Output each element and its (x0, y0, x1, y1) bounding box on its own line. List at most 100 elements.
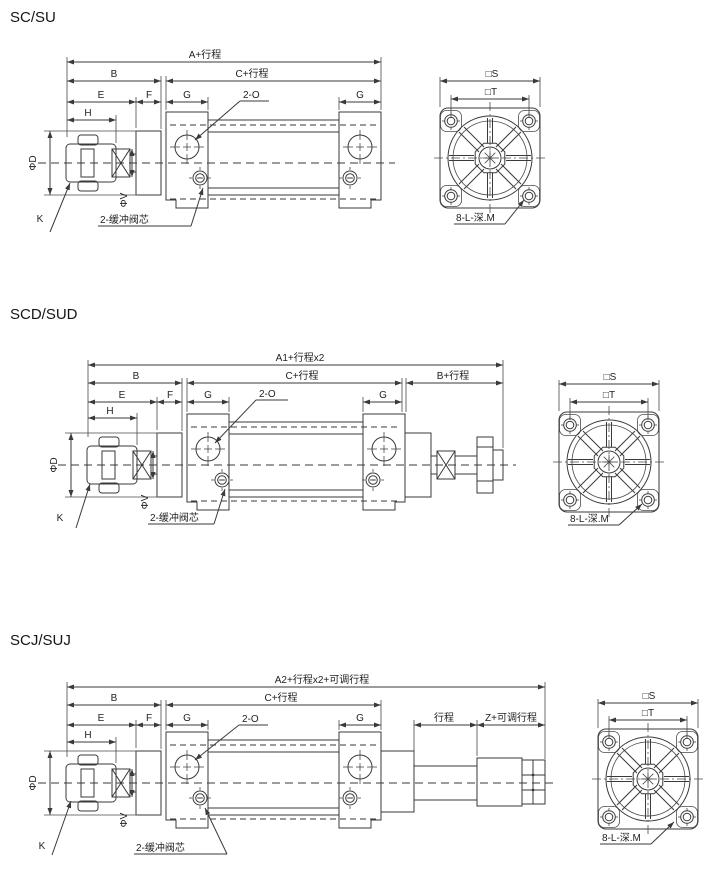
dim-g-rear: G (338, 713, 381, 730)
svg-text:E: E (119, 390, 126, 401)
cushion-valve-icon (338, 786, 362, 810)
svg-text:B: B (133, 371, 140, 382)
note-rod-end-k: K (39, 800, 72, 856)
dim-e: E (67, 713, 137, 748)
section-title: SC/SU (10, 9, 56, 26)
cylinder-tube (228, 433, 364, 491)
dim-total-length: A1+行程x2 (87, 351, 504, 448)
svg-text:□T: □T (642, 708, 654, 719)
svg-text:F: F (146, 90, 152, 101)
dim-c-stroke: C+行程 (165, 67, 381, 110)
svg-text:ΦV: ΦV (119, 192, 130, 207)
side-view (38, 111, 395, 209)
svg-text:2-缓冲阀芯: 2-缓冲阀芯 (150, 511, 199, 524)
end-view: □S □T 8-L-深.M (434, 69, 546, 225)
svg-text:A+行程: A+行程 (189, 48, 222, 61)
svg-text:□S: □S (604, 372, 617, 383)
svg-text:G: G (183, 90, 191, 101)
svg-text:G: G (356, 90, 364, 101)
dim-e: E (88, 390, 158, 430)
svg-text:H: H (106, 406, 113, 417)
dim-f: F (136, 90, 161, 105)
note-port: 2-O (194, 714, 268, 761)
rear-head (338, 111, 382, 209)
front-head (165, 731, 209, 829)
svg-text:ΦD: ΦD (49, 457, 60, 472)
svg-text:ΦD: ΦD (28, 155, 39, 170)
port-icon (169, 129, 205, 165)
note-rod-end-k: K (37, 182, 71, 233)
dim-rod-diameter: ΦD (28, 750, 138, 816)
dim-cushion-diameter: ΦV (140, 451, 156, 509)
rear-rod-assembly (404, 432, 504, 498)
svg-text:2-O: 2-O (259, 389, 276, 400)
svg-text:□S: □S (486, 69, 499, 80)
svg-text:ΦV: ΦV (140, 494, 151, 509)
svg-text:□T: □T (485, 87, 497, 98)
svg-text:K: K (57, 513, 64, 524)
svg-text:G: G (356, 713, 364, 724)
port-icon (342, 129, 378, 165)
svg-text:行程: 行程 (434, 711, 454, 724)
dim-flange-s: □S (558, 372, 660, 411)
svg-text:G: G (183, 713, 191, 724)
dim-g-rear: G (362, 390, 402, 412)
svg-text:K: K (37, 214, 44, 225)
svg-text:2-O: 2-O (243, 90, 260, 101)
dim-cushion-diameter: ΦV (119, 149, 135, 207)
svg-text:E: E (98, 713, 105, 724)
dim-e: E (67, 90, 137, 128)
dim-g-front: G (166, 90, 209, 110)
svg-text:C+行程: C+行程 (264, 691, 297, 704)
dim-b-stroke: B+行程 (405, 369, 503, 412)
svg-text:F: F (146, 713, 152, 724)
rear-head (338, 731, 382, 829)
side-view (58, 413, 516, 511)
dim-h: H (88, 406, 138, 445)
cylinder-tube (207, 131, 340, 189)
svg-text:□S: □S (643, 691, 656, 702)
section-title: SCD/SUD (10, 306, 78, 323)
cylinder-tube (207, 751, 340, 809)
dim-c-stroke: C+行程 (186, 369, 403, 412)
dim-f: F (136, 713, 161, 728)
dimensions: A2+行程x2+可调行程 B C+行程 E F (28, 673, 546, 856)
svg-text:8-L-深.M: 8-L-深.M (456, 212, 495, 224)
note-port: 2-O (214, 389, 288, 444)
rear-head (362, 413, 406, 511)
svg-text:G: G (204, 390, 212, 401)
note-cushion-valve: 2-缓冲阀芯 (98, 187, 204, 227)
note-bolt-thread: 8-L-深.M (568, 503, 643, 526)
svg-text:E: E (98, 90, 105, 101)
svg-text:B: B (111, 693, 118, 704)
side-view (38, 731, 556, 829)
end-view: □S □T 8-L-深.M (553, 372, 665, 526)
dim-g-front: G (166, 713, 209, 730)
dim-flange-t: □T (608, 708, 688, 738)
svg-text:□T: □T (603, 390, 615, 401)
note-cushion-valve: 2-缓冲阀芯 (148, 488, 226, 525)
adjustable-stroke-unit (380, 750, 546, 813)
svg-text:H: H (84, 108, 91, 119)
note-port: 2-O (194, 90, 269, 141)
port-icon (342, 749, 378, 785)
dim-g-rear: G (338, 90, 381, 110)
dim-rod-diameter: ΦD (28, 130, 138, 196)
dim-h: H (67, 730, 117, 763)
section-title: SCJ/SUJ (10, 632, 71, 649)
svg-text:C+行程: C+行程 (285, 369, 318, 382)
svg-text:B+行程: B+行程 (437, 369, 470, 382)
note-rod-end-k: K (57, 483, 91, 529)
svg-text:Z+可调行程: Z+可调行程 (485, 711, 537, 724)
dim-f: F (157, 390, 182, 405)
dim-b: B (88, 371, 183, 431)
svg-text:2-缓冲阀芯: 2-缓冲阀芯 (100, 213, 149, 226)
svg-text:2-缓冲阀芯: 2-缓冲阀芯 (136, 841, 185, 854)
note-bolt-thread: 8-L-深.M (454, 199, 525, 225)
dimensions: A1+行程x2 B C+行程 B+行程 E (49, 351, 504, 529)
port-icon (190, 431, 226, 467)
dim-cushion-diameter: ΦV (119, 769, 135, 827)
svg-text:H: H (84, 730, 91, 741)
